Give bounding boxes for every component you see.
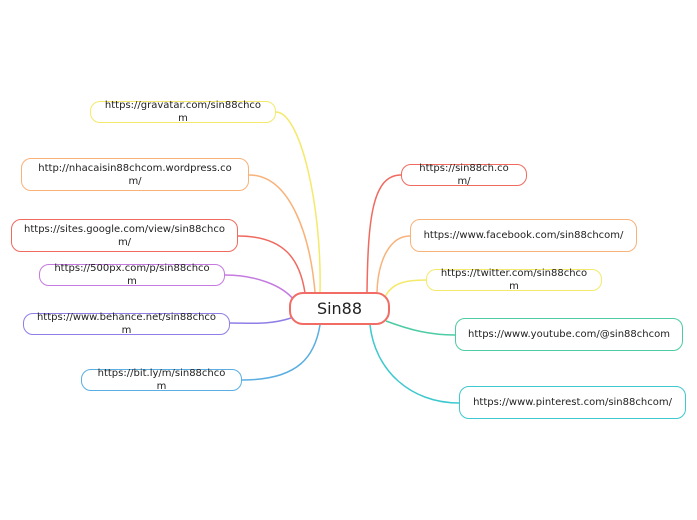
link-500px	[224, 274, 295, 301]
node-google-sites-label: https://sites.google.com/view/sin88chcom…	[24, 223, 225, 248]
node-behance-label: https://www.behance.net/sin88chcom	[36, 312, 217, 336]
node-500px[interactable]: https://500px.com/p/sin88chcom	[39, 263, 225, 287]
link-youtube	[385, 320, 456, 336]
link-pinterest	[369, 324, 460, 404]
node-twitter[interactable]: https://twitter.com/sin88chcom	[426, 268, 602, 292]
node-google-sites[interactable]: https://sites.google.com/view/sin88chcom…	[11, 219, 238, 252]
link-bitly	[241, 324, 321, 381]
link-sin88ch	[366, 174, 402, 293]
node-gravatar-label: https://gravatar.com/sin88chcom	[104, 100, 262, 124]
node-500px-label: https://500px.com/p/sin88chcom	[54, 263, 210, 287]
node-sin88ch-label: https://sin88ch.com/	[419, 163, 509, 187]
node-youtube[interactable]: https://www.youtube.com/@sin88chcom	[455, 318, 683, 351]
node-youtube-label: https://www.youtube.com/@sin88chcom	[468, 329, 670, 340]
link-twitter	[384, 279, 427, 298]
node-facebook-label: https://www.facebook.com/sin88chcom/	[423, 230, 624, 241]
node-pinterest[interactable]: https://www.pinterest.com/sin88chcom/	[459, 386, 686, 419]
link-facebook	[376, 235, 411, 293]
node-sin88ch[interactable]: https://sin88ch.com/	[401, 163, 527, 187]
node-facebook[interactable]: https://www.facebook.com/sin88chcom/	[410, 219, 637, 252]
link-google-sites	[237, 235, 306, 294]
node-bitly[interactable]: https://bit.ly/m/sin88chcom	[81, 368, 242, 392]
node-twitter-label: https://twitter.com/sin88chcom	[440, 268, 588, 292]
node-pinterest-label: https://www.pinterest.com/sin88chcom/	[473, 397, 672, 408]
link-gravatar	[275, 111, 321, 293]
node-wordpress-label: http://nhacaisin88chcom.wordpress.com/	[38, 162, 232, 187]
central-topic[interactable]: Sin88	[289, 292, 390, 325]
link-wordpress	[248, 174, 316, 293]
central-topic-label: Sin88	[316, 299, 363, 318]
node-wordpress[interactable]: http://nhacaisin88chcom.wordpress.com/	[21, 158, 249, 191]
link-behance	[229, 317, 292, 325]
node-bitly-label: https://bit.ly/m/sin88chcom	[97, 368, 226, 392]
node-behance[interactable]: https://www.behance.net/sin88chcom	[23, 312, 230, 336]
node-gravatar[interactable]: https://gravatar.com/sin88chcom	[90, 100, 276, 124]
